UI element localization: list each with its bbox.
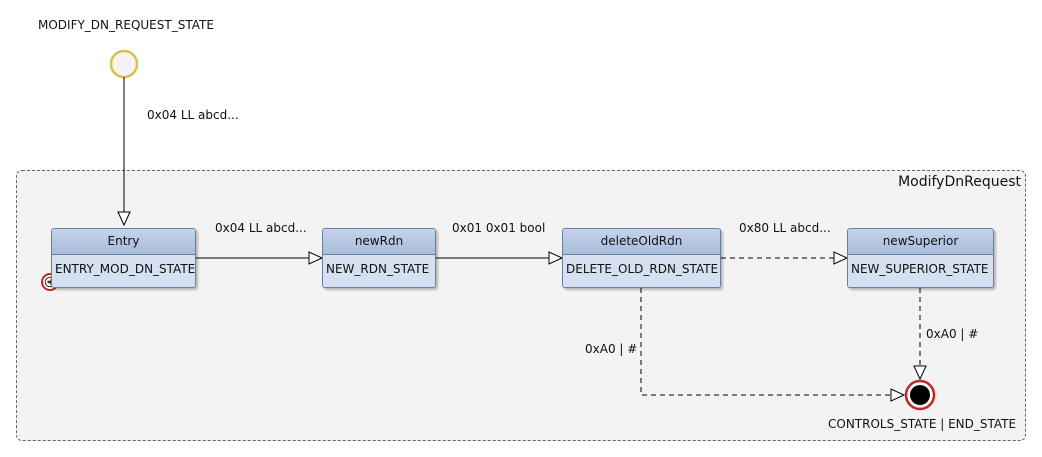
state-entry[interactable]: Entry ENTRY_MOD_DN_STATE: [51, 228, 196, 288]
arrowhead-entry-to-newrdn: [308, 251, 324, 265]
transition-label-deleteoldrdn-final: 0xA0 | #: [585, 342, 638, 356]
state-deleteoldrdn[interactable]: deleteOldRdn DELETE_OLD_RDN_STATE: [562, 228, 721, 288]
final-state-label: CONTROLS_STATE | END_STATE: [828, 417, 1017, 431]
state-newrdn-body: NEW_RDN_STATE: [326, 262, 430, 276]
arrowhead-initial-to-entry: [117, 211, 131, 227]
state-newsuperior-body: NEW_SUPERIOR_STATE: [851, 262, 989, 276]
transition-label-deleteoldrdn-newsuperior: 0x80 LL abcd...: [739, 221, 831, 235]
state-entry-body: ENTRY_MOD_DN_STATE: [55, 262, 196, 276]
initial-transition-label: 0x04 LL abcd...: [147, 108, 239, 122]
state-newsuperior-title: newSuperior: [848, 229, 993, 255]
arrowhead-newsuperior-to-final: [913, 365, 927, 381]
transition-label-newsuperior-final: 0xA0 | #: [926, 327, 979, 341]
initial-state-label: MODIFY_DN_REQUEST_STATE: [38, 18, 214, 32]
state-newrdn[interactable]: newRdn NEW_RDN_STATE: [322, 228, 436, 288]
state-deleteoldrdn-title: deleteOldRdn: [563, 229, 720, 255]
transition-deleteoldrdn-to-final[interactable]: [640, 288, 891, 396]
state-entry-title: Entry: [52, 229, 195, 255]
arrowhead-newrdn-to-deleteoldrdn: [548, 251, 564, 265]
transition-label-newrdn-deleteoldrdn: 0x01 0x01 bool: [452, 221, 546, 235]
state-newrdn-title: newRdn: [323, 229, 435, 255]
arrowhead-deleteoldrdn-to-final: [890, 388, 906, 402]
state-newsuperior[interactable]: newSuperior NEW_SUPERIOR_STATE: [847, 228, 994, 288]
initial-node[interactable]: [109, 49, 139, 79]
composite-state-modifydnrequest[interactable]: ModifyDnRequest: [16, 170, 1026, 441]
entry-point-arrow-icon: [47, 279, 53, 285]
composite-state-title: ModifyDnRequest: [898, 174, 1021, 190]
transition-label-entry-newrdn: 0x04 LL abcd...: [215, 221, 307, 235]
state-deleteoldrdn-body: DELETE_OLD_RDN_STATE: [566, 262, 719, 276]
final-node: [910, 385, 930, 405]
arrowhead-deleteoldrdn-to-newsuperior: [833, 251, 849, 265]
